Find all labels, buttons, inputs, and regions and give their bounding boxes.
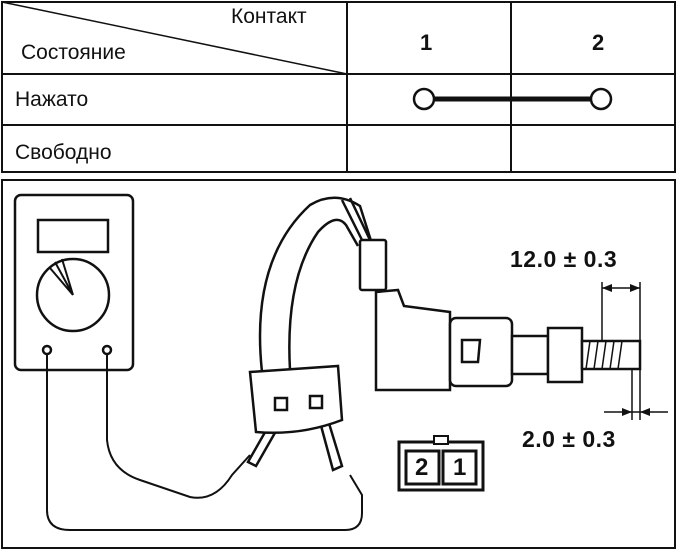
- column-1-header: 1: [420, 30, 433, 55]
- column-2-header: 2: [592, 30, 605, 55]
- continuity-indicator: [412, 87, 613, 111]
- connector-pin-2: 2: [415, 454, 429, 481]
- dimension-clearance-label: 2.0 ± 0.3: [522, 426, 616, 452]
- multimeter-probe-jack-left: [41, 344, 53, 356]
- connector-pinout: [397, 435, 485, 492]
- wire-harness: [258, 196, 374, 373]
- row-pressed-label: Нажато: [15, 88, 89, 111]
- row-released-label: Свободно: [15, 141, 112, 164]
- header-state-label: Состояние: [21, 41, 126, 64]
- stop-lamp-switch-body: [358, 238, 642, 392]
- dimension-arrowheads: [602, 284, 650, 416]
- harness-connector: [248, 364, 344, 435]
- multimeter: [13, 193, 135, 372]
- connector-pin-1: 1: [453, 454, 467, 481]
- contact-2-terminal: [589, 87, 613, 111]
- header-diagonal: [1, 1, 348, 75]
- multimeter-probe-jack-right: [101, 344, 113, 356]
- header-contact-label: Контакт: [231, 5, 307, 28]
- contact-1-terminal: [412, 87, 436, 111]
- test-leads: [46, 354, 363, 531]
- dimension-stroke-label: 12.0 ± 0.3: [510, 246, 618, 272]
